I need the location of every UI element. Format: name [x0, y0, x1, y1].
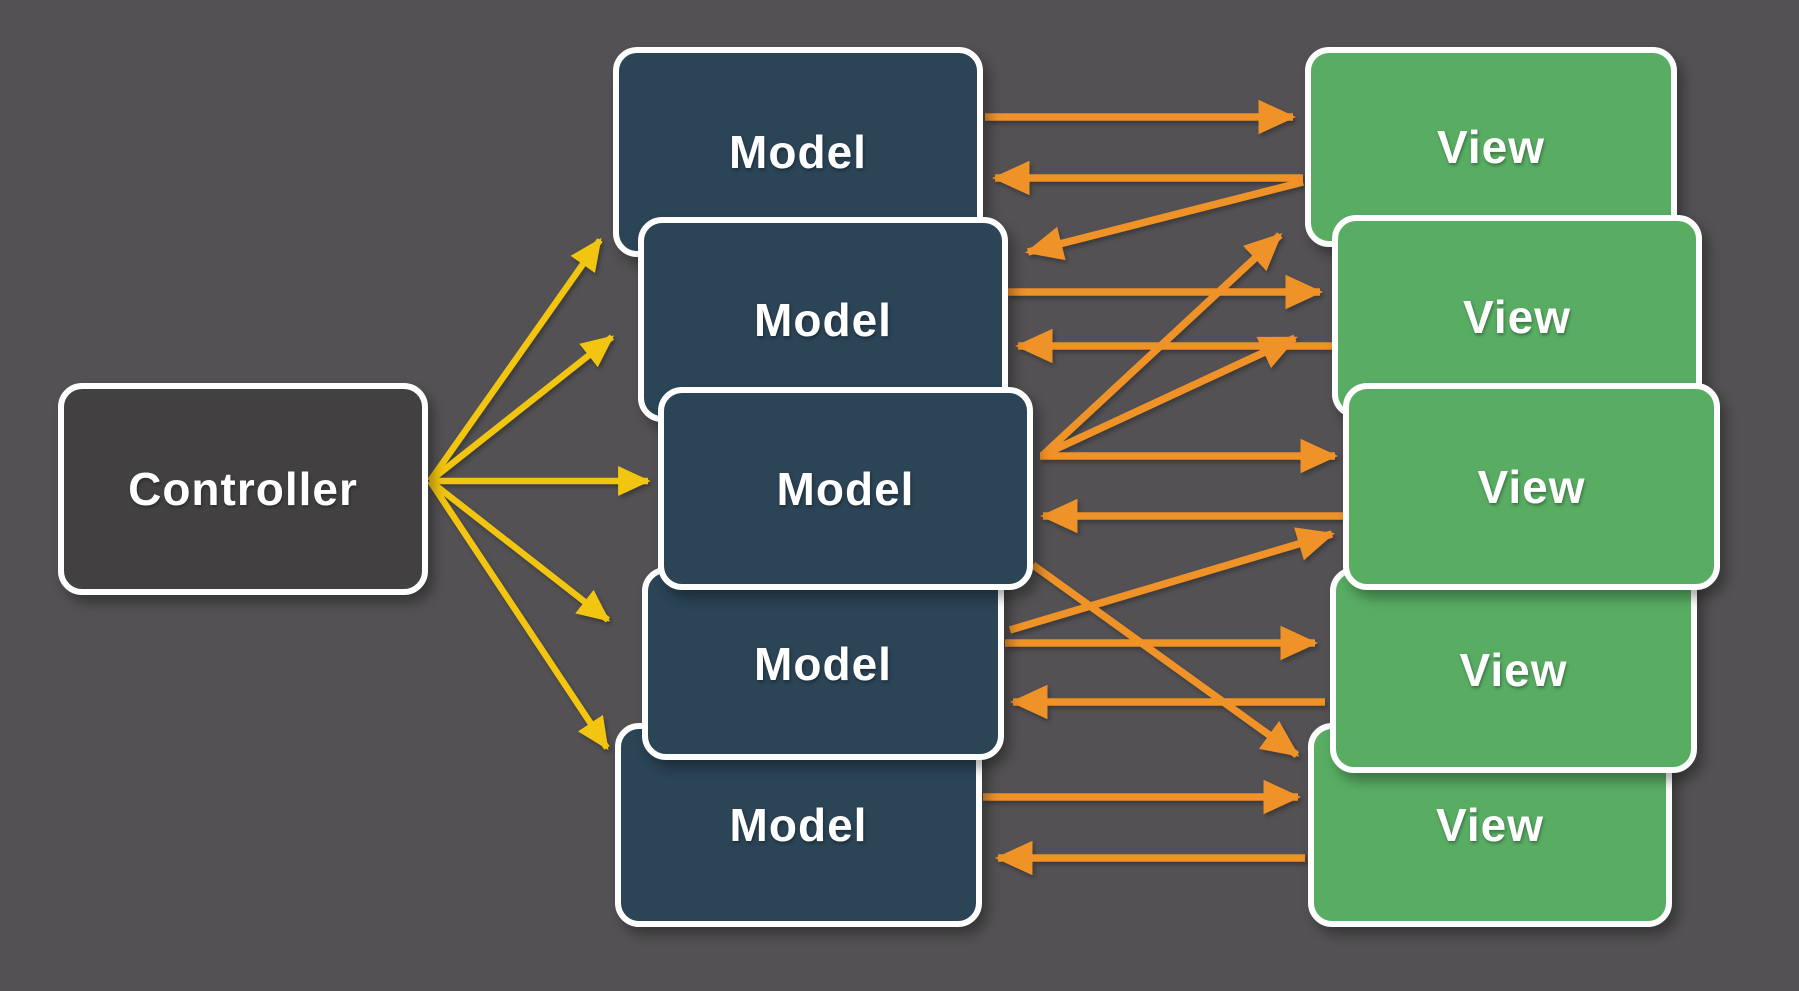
- arrow-model-3-to-view-5: [1030, 561, 1300, 759]
- arrow-controller-to-model-4: [427, 478, 611, 623]
- controller-label: Controller: [128, 463, 358, 515]
- view-5-label: View: [1436, 799, 1544, 851]
- model-4-label: Model: [754, 637, 892, 690]
- model-4-node: Model: [642, 567, 1004, 760]
- arrow-controller-to-model-1: [427, 237, 603, 483]
- view-4-label: View: [1459, 644, 1568, 696]
- view-1-label: View: [1437, 121, 1545, 173]
- model-3-label: Model: [776, 462, 915, 515]
- view-3-label: View: [1477, 460, 1586, 513]
- model-3-node: Model: [658, 387, 1033, 590]
- view-4-node: View: [1330, 567, 1697, 773]
- view-3-node: View: [1343, 383, 1720, 590]
- arrow-controller-to-model-2: [427, 334, 615, 484]
- arrow-model-3-to-view-2: [1041, 334, 1298, 459]
- view-2-label: View: [1463, 290, 1571, 343]
- model-2-label: Model: [754, 293, 892, 346]
- controller-node: Controller: [58, 383, 428, 595]
- model-1-label: Model: [729, 126, 867, 178]
- arrow-view-1-to-model-2: [1025, 178, 1304, 261]
- arrow-model-3-to-view-1: [1040, 232, 1283, 458]
- arrow-model-4-to-view-3: [1008, 527, 1335, 634]
- arrow-controller-to-model-5: [427, 479, 610, 751]
- model-5-label: Model: [729, 799, 868, 851]
